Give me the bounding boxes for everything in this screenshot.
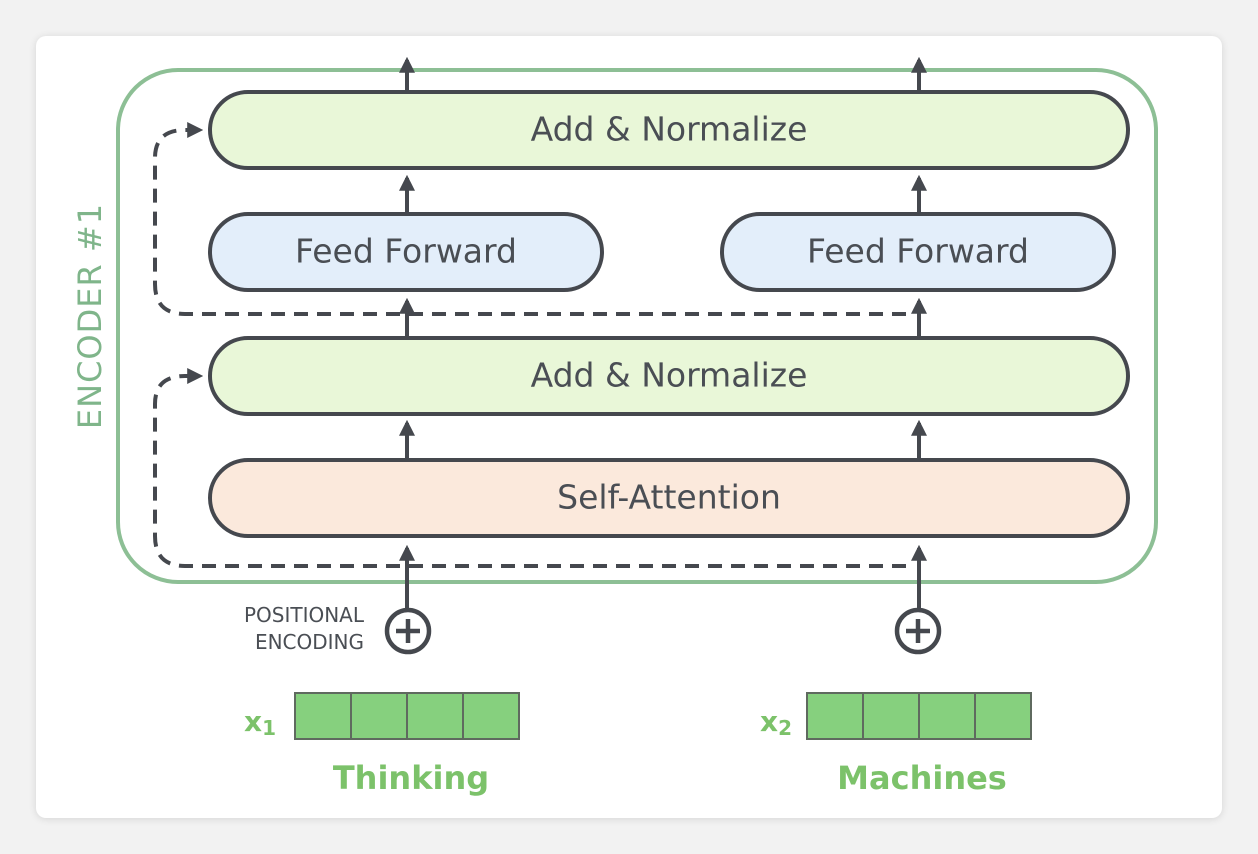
add-normalize-top-box: Add & Normalize (208, 90, 1130, 170)
feed-forward-left-box: Feed Forward (208, 212, 604, 292)
feed-forward-right-label: Feed Forward (807, 232, 1029, 271)
plus-circle-icon (894, 607, 942, 655)
residual-dashed-line-bottom (153, 368, 906, 568)
add-normalize-top-label: Add & Normalize (531, 110, 808, 149)
self-attention-box: Self-Attention (208, 458, 1130, 538)
plus-circle-icon (384, 607, 432, 655)
encoder-label: ENCODER #1 (71, 203, 109, 429)
add-normalize-bottom-box: Add & Normalize (208, 336, 1130, 416)
positional-encoding-label-line1: POSITIONAL (244, 603, 365, 627)
residual-dashed-line-top (153, 122, 906, 316)
encoder-border (116, 68, 1158, 584)
input-word-thinking: Thinking (333, 759, 489, 797)
input-vector-x2 (806, 692, 1032, 740)
feed-forward-right-box: Feed Forward (720, 212, 1116, 292)
add-normalize-bottom-label: Add & Normalize (531, 356, 808, 395)
input-label-x1: x1 (244, 705, 276, 740)
input-label-x2: x2 (760, 705, 792, 740)
positional-encoding-label-line2: ENCODING (255, 630, 364, 654)
self-attention-label: Self-Attention (557, 478, 781, 517)
feed-forward-left-label: Feed Forward (295, 232, 517, 271)
input-word-machines: Machines (837, 759, 1007, 797)
input-vector-x1 (294, 692, 520, 740)
